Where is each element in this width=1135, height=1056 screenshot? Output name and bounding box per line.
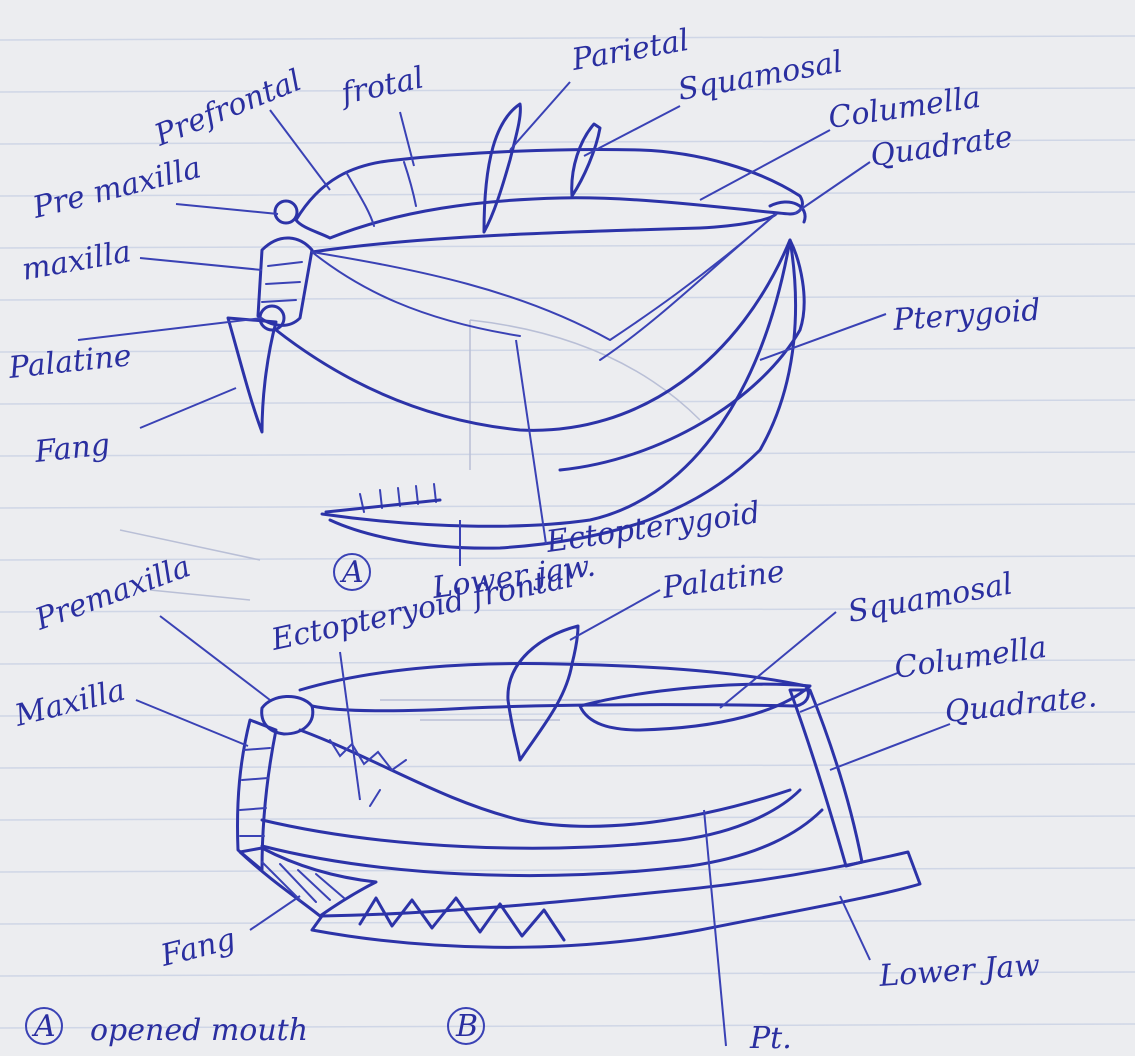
label-a-parietal: Parietal bbox=[568, 23, 691, 78]
lower-jaw-b-shape bbox=[312, 852, 920, 947]
maxilla-a-shape bbox=[258, 238, 312, 325]
pterygoid-a-shape bbox=[276, 240, 804, 470]
label-a-pterygoid: Pterygoid bbox=[891, 293, 1041, 338]
label-b-columella: Columella bbox=[892, 630, 1049, 686]
leader-lines-a bbox=[78, 82, 886, 566]
marker-b: B bbox=[455, 1009, 478, 1044]
labels-b: Premaxilla Ectopteryoid frontal Palatine… bbox=[10, 549, 1098, 1056]
caption-marker: A bbox=[31, 1009, 56, 1044]
skull-roof-b-shape bbox=[300, 664, 808, 711]
squamosal-a-shape bbox=[572, 124, 600, 196]
label-b-lower-jaw: Lower Jaw bbox=[877, 948, 1041, 994]
label-b-palatine: Palatine bbox=[659, 554, 787, 606]
fang-a-shape bbox=[228, 318, 276, 432]
pterygoid-b-shape bbox=[262, 790, 822, 876]
parietal-a-shape bbox=[484, 104, 520, 232]
label-b-ectopterygoid-frontal: Ectopteryoid frontal bbox=[267, 560, 576, 658]
caption-text: opened mouth bbox=[90, 1013, 308, 1048]
label-a-prefrontal: Prefrontal bbox=[149, 63, 306, 154]
label-b-fang: Fang bbox=[156, 922, 238, 974]
quadrate-b-shape bbox=[790, 690, 862, 866]
ectopterygoid-b-shape bbox=[300, 730, 790, 826]
fang-b-shape bbox=[240, 848, 376, 916]
label-b-maxilla: Maxilla bbox=[10, 673, 128, 734]
label-a-frontal: frotal bbox=[336, 60, 426, 112]
label-a-maxilla: maxilla bbox=[19, 234, 133, 288]
label-b-pt: Pt. bbox=[749, 1021, 792, 1056]
labels-a: Prefrontal frotal Parietal Squamosal Col… bbox=[6, 23, 1041, 606]
label-b-quadrate: Quadrate. bbox=[943, 679, 1098, 730]
label-b-squamosal: Squamosal bbox=[845, 567, 1015, 630]
label-a-palatine: Palatine bbox=[6, 338, 133, 386]
squamosal-b-shape bbox=[580, 684, 810, 730]
skull-drawing-b bbox=[238, 626, 921, 947]
label-a-premaxilla: Pre maxilla bbox=[28, 150, 204, 226]
label-a-squamosal: Squamosal bbox=[675, 45, 845, 108]
label-a-fang: Fang bbox=[32, 427, 111, 470]
premaxilla-a-shape bbox=[275, 201, 297, 223]
marker-a: A bbox=[339, 555, 364, 590]
palatine-b-shape bbox=[508, 626, 578, 760]
